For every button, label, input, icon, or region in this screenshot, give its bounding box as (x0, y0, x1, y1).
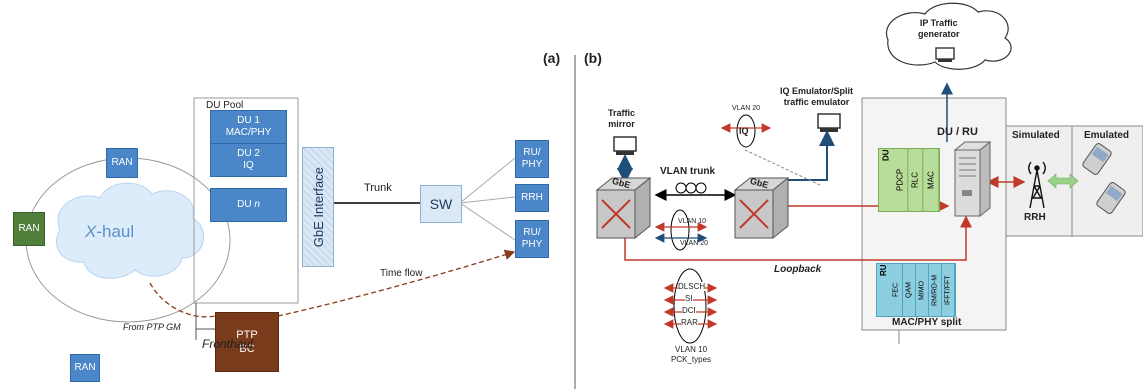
ru-layer-ifft: IFFT/FFT (942, 264, 955, 316)
pck-si: SI (685, 294, 693, 303)
emulated-area (1071, 125, 1143, 237)
vlan10-bottom-label: VLAN 10 (675, 345, 708, 354)
du-n-box: DU n (210, 188, 287, 222)
ip-traffic-cloud (885, 2, 1012, 70)
rrh-label: RRH (1024, 212, 1046, 223)
pck-dlsch: DLSCH (678, 282, 706, 291)
pck-types-label: PCK_types (671, 355, 712, 364)
vlan20-label: VLAN 20 (680, 240, 709, 247)
from-ptp-gm-label: From PTP GM (123, 322, 181, 332)
vlan10-label: VLAN 10 (678, 218, 707, 225)
ip-traffic-pc-icon (935, 47, 955, 62)
vlan20-top-label: VLAN 20 (732, 105, 761, 112)
trunk-label: Trunk (364, 182, 392, 194)
time-flow-label: Time flow (380, 268, 423, 279)
xhaul-label: X-haul (85, 222, 135, 241)
du-stack-title: DU (881, 149, 891, 161)
gbe-switch-icon (595, 176, 652, 240)
iq-emulator-pc-icon (817, 113, 841, 132)
du-stack: DU PDCP RLC MAC (878, 148, 940, 212)
rrh-box: RRH (515, 184, 549, 212)
emulated-label: Emulated (1084, 130, 1130, 141)
loopback-label: Loopback (774, 264, 822, 275)
du-pool-frame (193, 97, 299, 304)
traffic-mirror-pc-icon (613, 136, 637, 155)
phone-icon (1082, 143, 1112, 175)
ru-layer-qam: QAM (903, 264, 916, 316)
du-pool-title: DU Pool (206, 100, 244, 111)
mac-phy-split-label: MAC/PHY split (892, 317, 962, 328)
du-layer-pdcp: PDCP (893, 149, 909, 211)
vlan-trunk-label: VLAN trunk (660, 166, 715, 177)
xhaul-cloud (55, 182, 205, 279)
ran-left: RAN (13, 212, 45, 246)
pck-dci: DCI (682, 306, 696, 315)
ru-phy-top: RU/PHY (515, 140, 549, 178)
rrh-tower-icon (1028, 161, 1046, 209)
ru-phy-bottom: RU/PHY (515, 220, 549, 258)
phone-2-icon (1096, 182, 1126, 214)
ran-bottom: RAN (70, 354, 100, 382)
gbe-switch-2-icon (733, 176, 790, 240)
iq-label: IQ (739, 126, 749, 136)
figure-label-a: (a) (543, 50, 561, 66)
ru-stack: RU FEC QAM MIMO RM/RD-M IFFT/FFT (876, 263, 956, 317)
du-ru-server-icon (953, 140, 992, 218)
ru-layer-fec: FEC (890, 264, 903, 316)
ru-stack-title: RU (879, 264, 888, 276)
fronthaul-label: Fronthaul (202, 337, 253, 351)
du-ru-label: DU / RU (937, 126, 978, 138)
du-layer-rlc: RLC (908, 149, 924, 211)
figure-label-b: (b) (584, 50, 602, 66)
ran-top: RAN (106, 148, 138, 178)
gbe-interface-box: GbE Interface (302, 147, 334, 267)
ru-layer-mimo: MIMO (916, 264, 929, 316)
du-layer-mac: MAC (923, 149, 939, 211)
simulated-label: Simulated (1012, 130, 1060, 141)
ru-layer-rm: RM/RD-M (929, 264, 942, 316)
sw-box: SW (420, 185, 462, 223)
pck-rar: RAR (681, 318, 698, 327)
